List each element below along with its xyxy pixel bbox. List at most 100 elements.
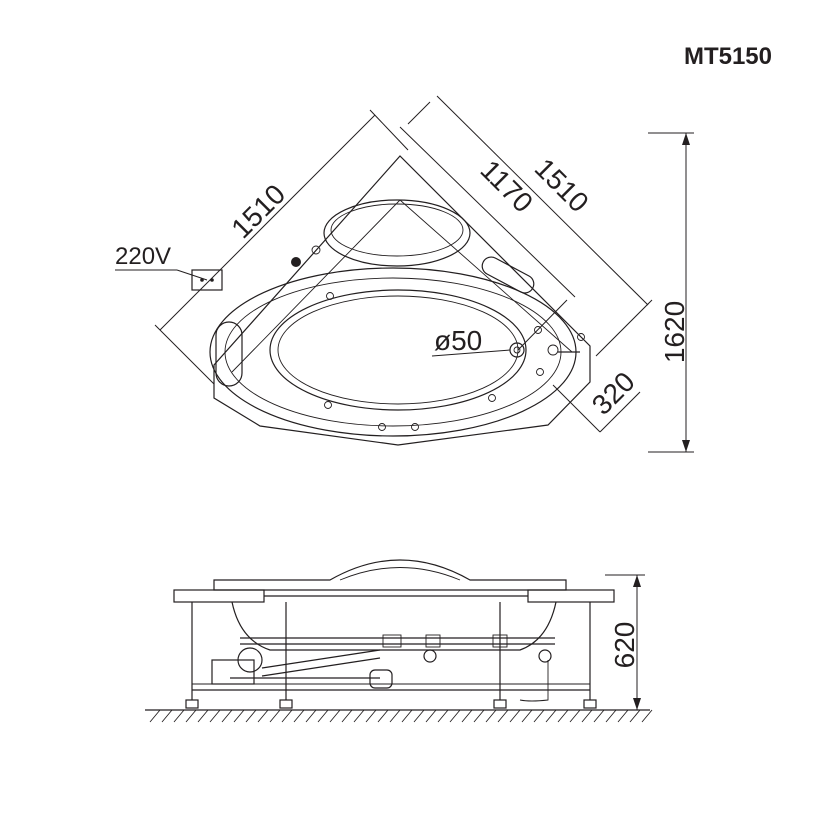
frame-foot (583, 699, 597, 709)
dim-label-depth: 1620 (659, 301, 690, 363)
hatch-mark (641, 709, 653, 723)
hatch-mark (473, 709, 485, 723)
hatch-mark (557, 709, 569, 723)
jet-nozzle (534, 326, 542, 334)
headrest-profile (339, 567, 461, 581)
hatch-mark (317, 709, 329, 723)
dim-label-drain-offset: 320 (586, 366, 641, 421)
jet-nozzle (411, 423, 419, 431)
hatch-mark (353, 709, 365, 723)
control-knob (291, 257, 301, 267)
hatch-mark (281, 709, 293, 723)
pump-motor (211, 659, 255, 685)
dim-line-right (436, 95, 649, 306)
hatch-mark (581, 709, 593, 723)
hatch-mark (533, 709, 545, 723)
dim-extension (369, 109, 409, 151)
drain-trap (369, 669, 393, 689)
hatch-mark (257, 709, 269, 723)
tub-rim-line (231, 199, 573, 373)
jet-nozzle (577, 333, 585, 341)
dim-line-inner (399, 126, 576, 298)
dim-arrow (682, 133, 690, 145)
air-button (311, 245, 321, 255)
dim-extension (154, 324, 215, 385)
hatch-mark (497, 709, 509, 723)
pipe-fitting (382, 634, 402, 648)
hatch-mark (389, 709, 401, 723)
hatch-mark (521, 709, 533, 723)
voltage-leader (176, 269, 208, 281)
tub-basin-ellipse (269, 289, 527, 411)
voltage-label: 220V (115, 243, 171, 270)
valve (423, 649, 437, 663)
hatch-mark (305, 709, 317, 723)
dim-label-side-left: 1510 (225, 178, 291, 244)
top-view: 220V 1510 1170 1510 1620 320 ø50 (115, 95, 694, 453)
side-view: 620 (145, 559, 653, 723)
dim-arrow (633, 575, 641, 587)
hatch-mark (233, 709, 245, 723)
dim-extension (595, 299, 653, 357)
hatch-mark (509, 709, 521, 723)
dim-label-side-right: 1510 (529, 152, 595, 218)
drain-hose (519, 660, 549, 702)
dim-extension (599, 391, 641, 433)
deck-left (173, 589, 265, 603)
hatch-mark (209, 709, 221, 723)
hatch-mark (569, 709, 581, 723)
hatch-mark (629, 709, 641, 723)
hatch-mark (341, 709, 353, 723)
drain-label: ø50 (434, 325, 482, 356)
drain-outlet (509, 342, 525, 358)
tub-rim-ellipse (209, 267, 577, 437)
frame-foot (185, 699, 199, 709)
hatch-mark (173, 709, 185, 723)
faucet-knob (547, 344, 559, 356)
hatch-mark (437, 709, 449, 723)
hatch-mark (449, 709, 461, 723)
pipe-fitting (425, 634, 441, 648)
dim-line-drain (552, 384, 601, 433)
floor-hatching (149, 709, 653, 723)
tub-body-profile (231, 601, 557, 651)
hatch-mark (377, 709, 389, 723)
dim-extension (407, 101, 431, 125)
hatch-mark (245, 709, 257, 723)
hatch-mark (545, 709, 557, 723)
hatch-mark (221, 709, 233, 723)
jet-nozzle (488, 394, 496, 402)
tub-rim-profile (213, 559, 567, 591)
hatch-mark (617, 709, 629, 723)
hatch-mark (401, 709, 413, 723)
drain-center (513, 346, 521, 354)
headrest-pillow-inner (330, 203, 464, 257)
valve (538, 649, 552, 663)
grip-handle (481, 256, 535, 294)
dim-label-height: 620 (609, 622, 640, 669)
pipe-fitting (492, 634, 508, 648)
hatch-mark (461, 709, 473, 723)
armrest-pad (215, 321, 243, 387)
hatch-mark (185, 709, 197, 723)
pump-housing (237, 647, 263, 673)
hatch-mark (149, 709, 161, 723)
headrest-pillow (323, 199, 471, 267)
jet-nozzle (324, 401, 332, 409)
frame-foot (279, 699, 293, 709)
hatch-mark (593, 709, 605, 723)
hatch-mark (485, 709, 497, 723)
electric-box (191, 269, 223, 291)
hatch-mark (161, 709, 173, 723)
model-title: MT5150 (684, 43, 772, 70)
hatch-mark (365, 709, 377, 723)
hatch-mark (197, 709, 209, 723)
hatch-mark (269, 709, 281, 723)
dim-arrow (682, 440, 690, 452)
hatch-mark (329, 709, 341, 723)
hatch-mark (293, 709, 305, 723)
jet-nozzle (326, 292, 334, 300)
pump-pipe (261, 657, 381, 677)
jet-nozzle (378, 423, 386, 431)
